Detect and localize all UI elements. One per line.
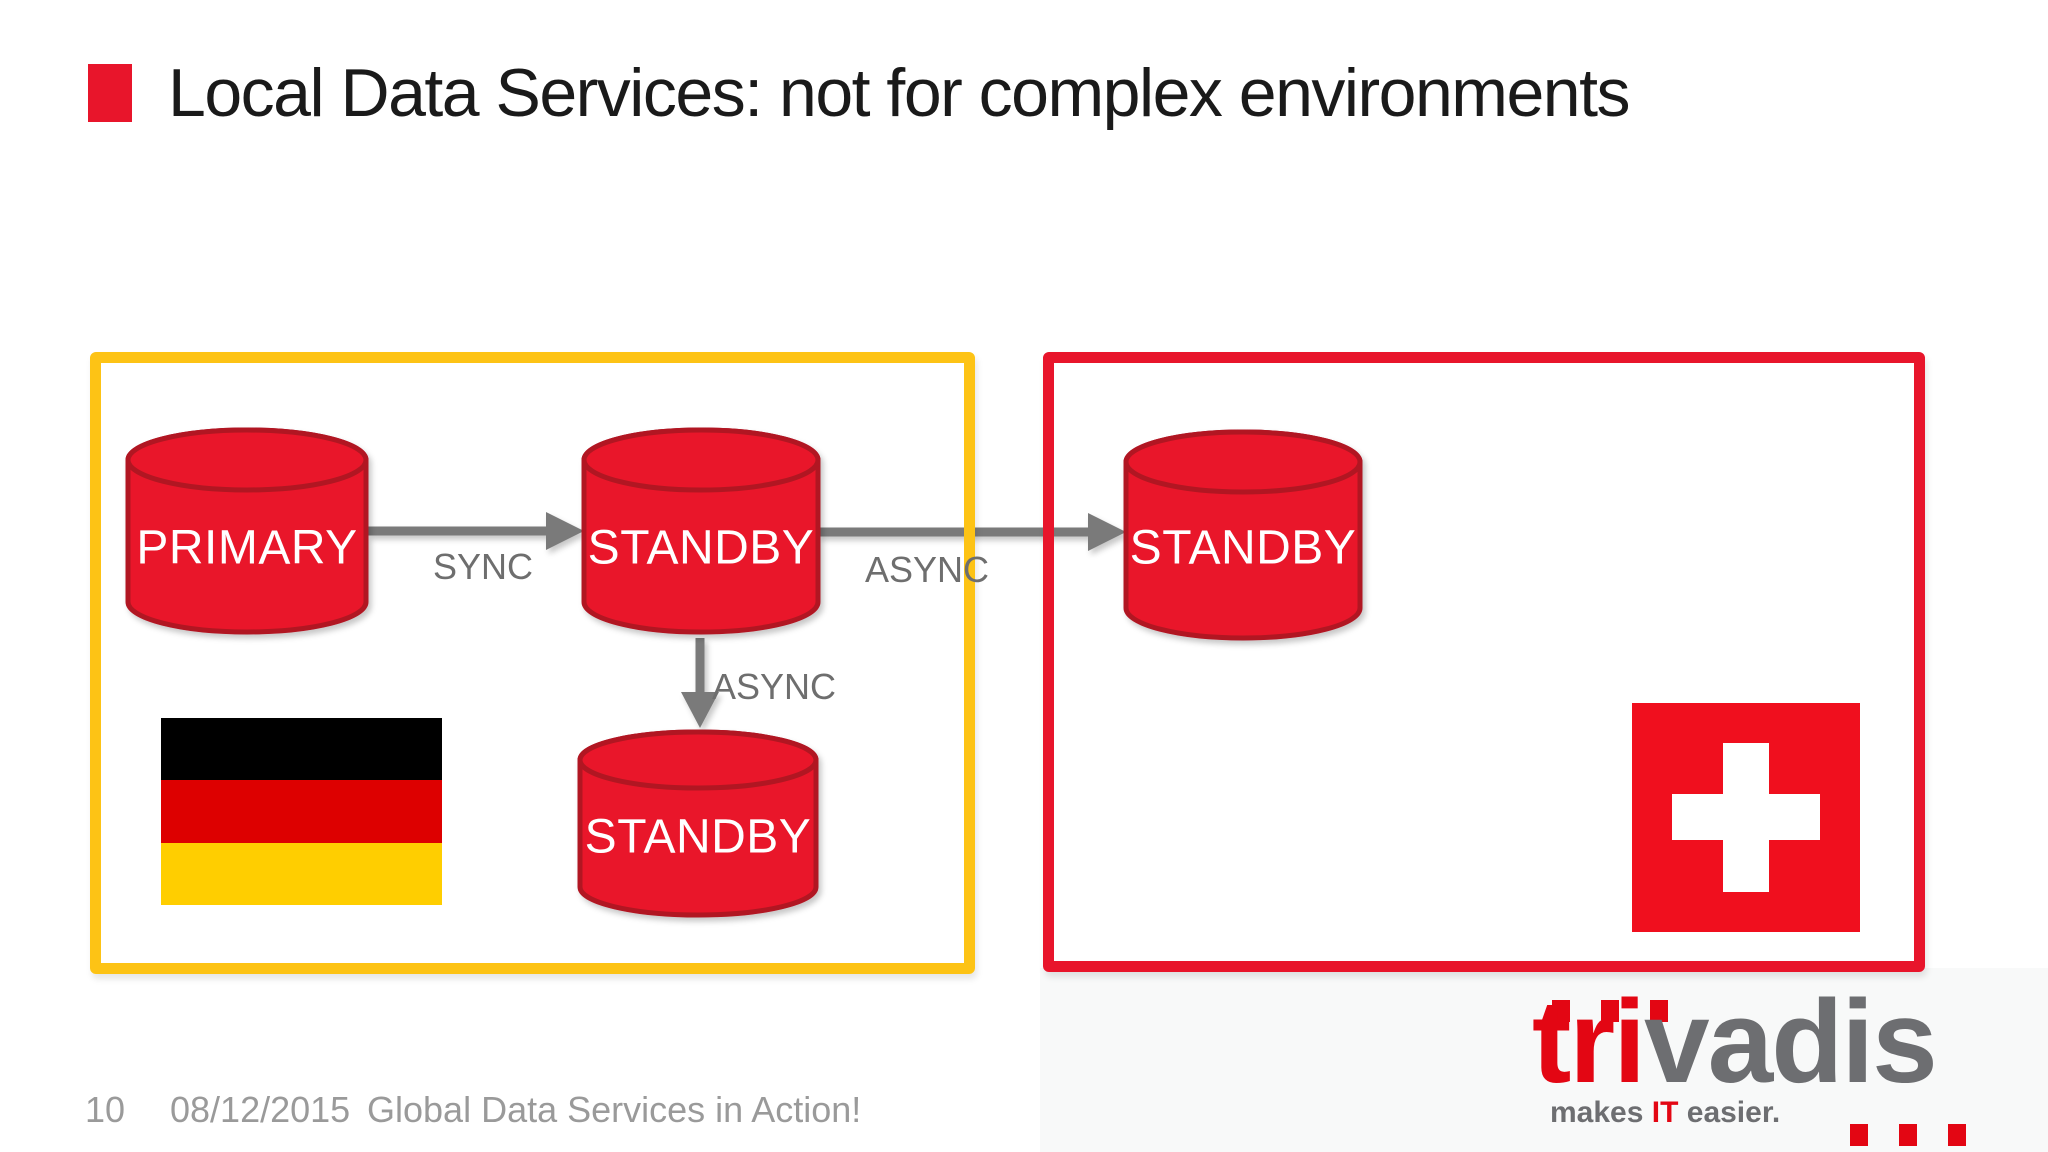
page-title: Local Data Services: not for complex env…: [168, 55, 1630, 131]
german-flag-red-stripe: [161, 780, 442, 843]
footer-date: 08/12/2015: [170, 1089, 351, 1130]
logo-background-panel: [1040, 968, 2048, 1152]
primary-node-label: PRIMARY: [136, 521, 358, 575]
title-bullet-square: [88, 64, 132, 122]
standby-sync-node-label: STANDBY: [587, 521, 815, 575]
sync-edge-label: SYNC: [432, 546, 534, 587]
title-row: Local Data Services: not for complex env…: [88, 55, 1630, 131]
logo-square-dot-icon: [1650, 1000, 1668, 1022]
german-flag-black-stripe: [161, 718, 442, 781]
swiss-flag: [1632, 703, 1860, 932]
logo-square-dot-icon: [1899, 1124, 1917, 1146]
swiss-cross-horizontal-bar: [1672, 794, 1820, 840]
logo-square-dot-icon: [1948, 1124, 1966, 1146]
footer-presentation-title: Global Data Services in Action!: [367, 1089, 862, 1130]
tagline-highlight: IT: [1651, 1096, 1679, 1129]
logo-tagline: makes IT easier.: [1550, 1096, 1780, 1130]
async-vertical-edge-label: ASYNC: [712, 666, 837, 707]
async-horizontal-edge-label: ASYNC: [864, 549, 990, 590]
logo-wordmark-red-part: tri: [1532, 976, 1646, 1108]
logo-wordmark-gray-part: vadis: [1644, 976, 1938, 1108]
logo-wordmark: trivadis: [1532, 983, 1938, 1101]
german-flag-gold-stripe: [161, 842, 442, 905]
logo-square-dot-icon: [1552, 1000, 1570, 1022]
tagline-prefix: makes: [1550, 1096, 1652, 1129]
logo-square-dot-icon: [1601, 1000, 1619, 1022]
standby-local-node-label: STANDBY: [584, 810, 812, 864]
slide-footer: 10 08/12/2015 Global Data Services in Ac…: [0, 1089, 2048, 1133]
switzerland-region-box: [1043, 352, 1925, 972]
german-flag: [161, 718, 442, 905]
tagline-suffix: easier.: [1678, 1096, 1781, 1129]
page-number: 10: [85, 1089, 126, 1130]
standby-remote-node-label: STANDBY: [1129, 521, 1357, 575]
germany-region-box: [90, 352, 975, 974]
trivadis-logo: trivadis makes IT easier.: [1528, 983, 1988, 1150]
logo-square-dot-icon: [1850, 1124, 1868, 1146]
